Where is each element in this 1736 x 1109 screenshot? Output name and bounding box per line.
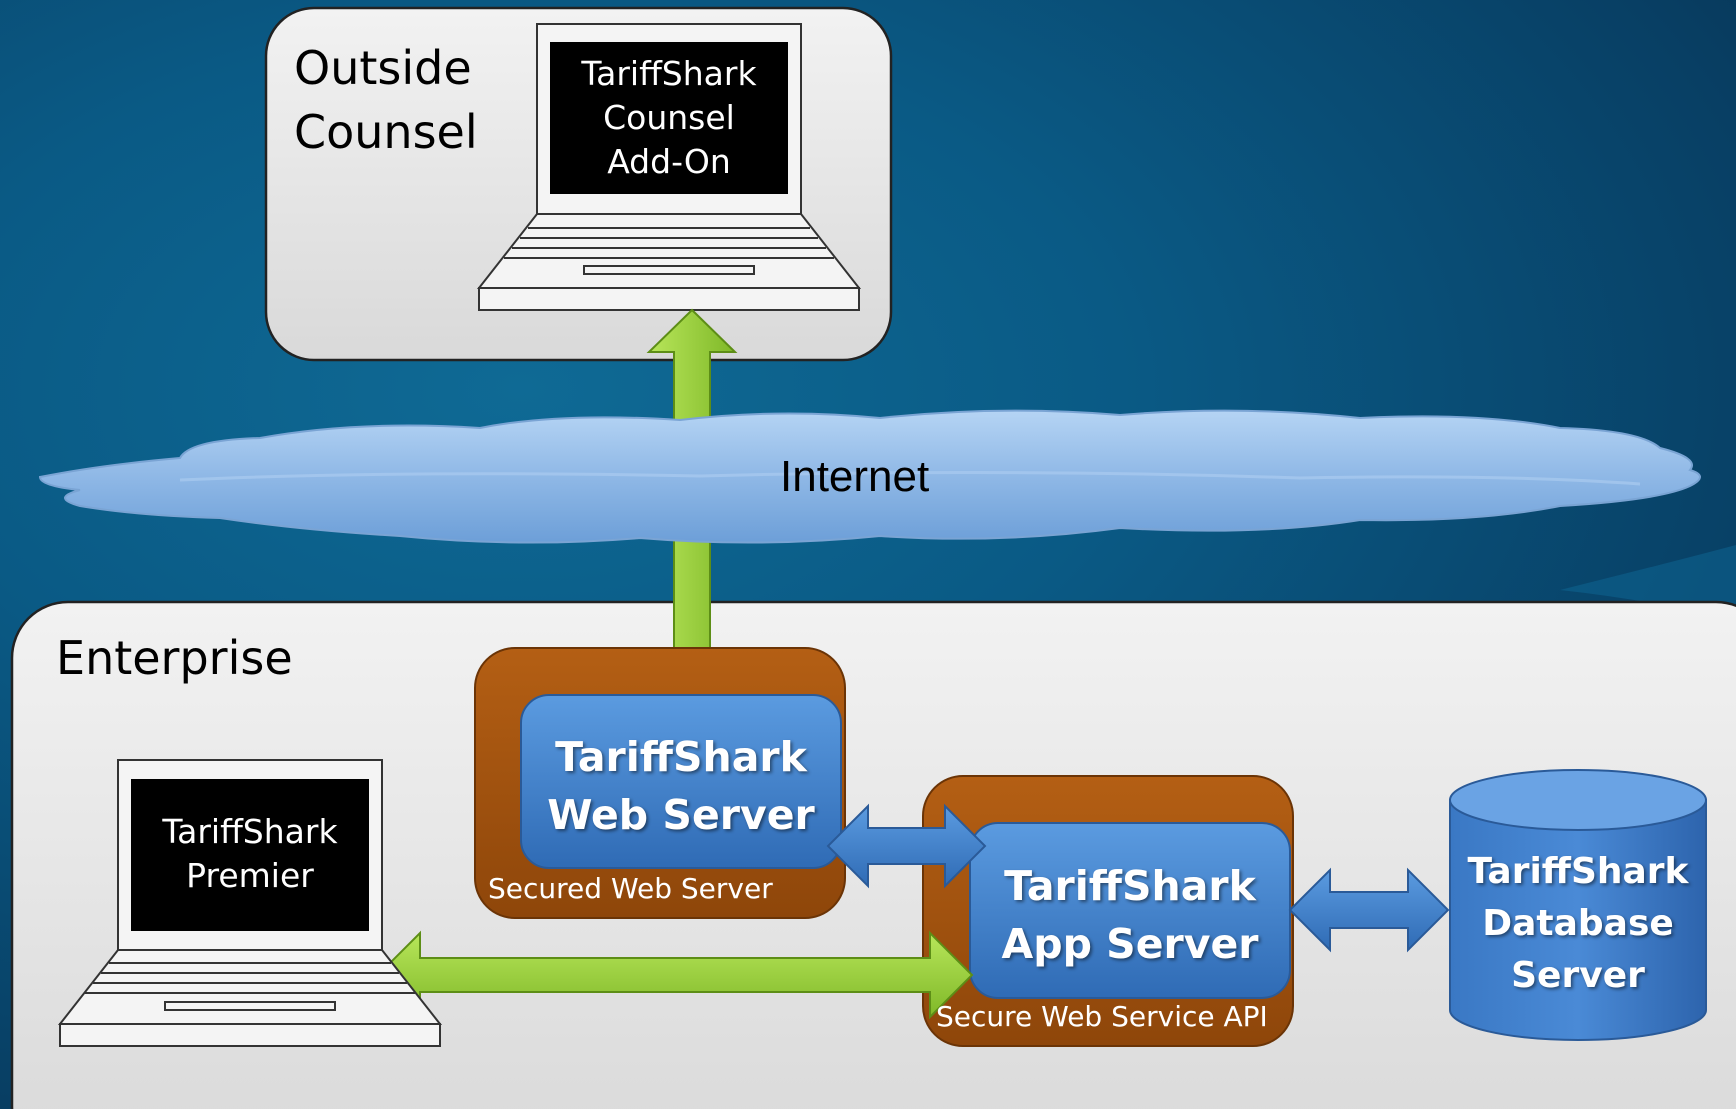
database-name-line3: Server <box>1511 955 1645 996</box>
premier-laptop-screen: TariffShark Premier <box>131 810 369 898</box>
internet-label: Internet <box>780 452 930 501</box>
counsel-laptop-screen: TariffShark Counsel Add-On <box>550 52 788 184</box>
web-server-box <box>520 694 842 869</box>
app-server-name-line1: TariffShark <box>1004 862 1256 910</box>
app-server-label: TariffShark App Server <box>970 857 1290 973</box>
internet-cloud <box>38 409 1701 544</box>
outside-counsel-title-line1: Outside <box>294 41 472 95</box>
web-server-name-line2: Web Server <box>547 791 815 839</box>
counsel-laptop-icon <box>476 23 862 311</box>
counsel-screen-line1: TariffShark <box>581 54 757 93</box>
counsel-screen-line2: Counsel <box>603 98 735 137</box>
premier-screen-line2: Premier <box>186 856 314 895</box>
outside-counsel-title-line2: Counsel <box>294 105 478 159</box>
web-server-label: TariffShark Web Server <box>521 728 841 844</box>
web-app-link-arrow <box>826 803 987 889</box>
web-server-caption: Secured Web Server <box>488 872 773 905</box>
app-server-caption: Secure Web Service API <box>936 1000 1268 1033</box>
app-server-name-line2: App Server <box>1001 920 1259 968</box>
premier-laptop-icon <box>57 759 443 1047</box>
counsel-screen-line3: Add-On <box>607 142 731 181</box>
app-db-link-arrow <box>1288 867 1450 953</box>
database-label: TariffShark Database Server <box>1450 846 1706 1002</box>
premier-screen-line1: TariffShark <box>162 812 338 851</box>
database-name-line2: Database <box>1482 903 1674 944</box>
web-server-name-line1: TariffShark <box>555 733 807 781</box>
outside-counsel-title: Outside Counsel <box>294 36 478 164</box>
database-cylinder-icon <box>1449 769 1707 1041</box>
enterprise-title: Enterprise <box>56 631 293 685</box>
database-name-line1: TariffShark <box>1467 851 1689 892</box>
